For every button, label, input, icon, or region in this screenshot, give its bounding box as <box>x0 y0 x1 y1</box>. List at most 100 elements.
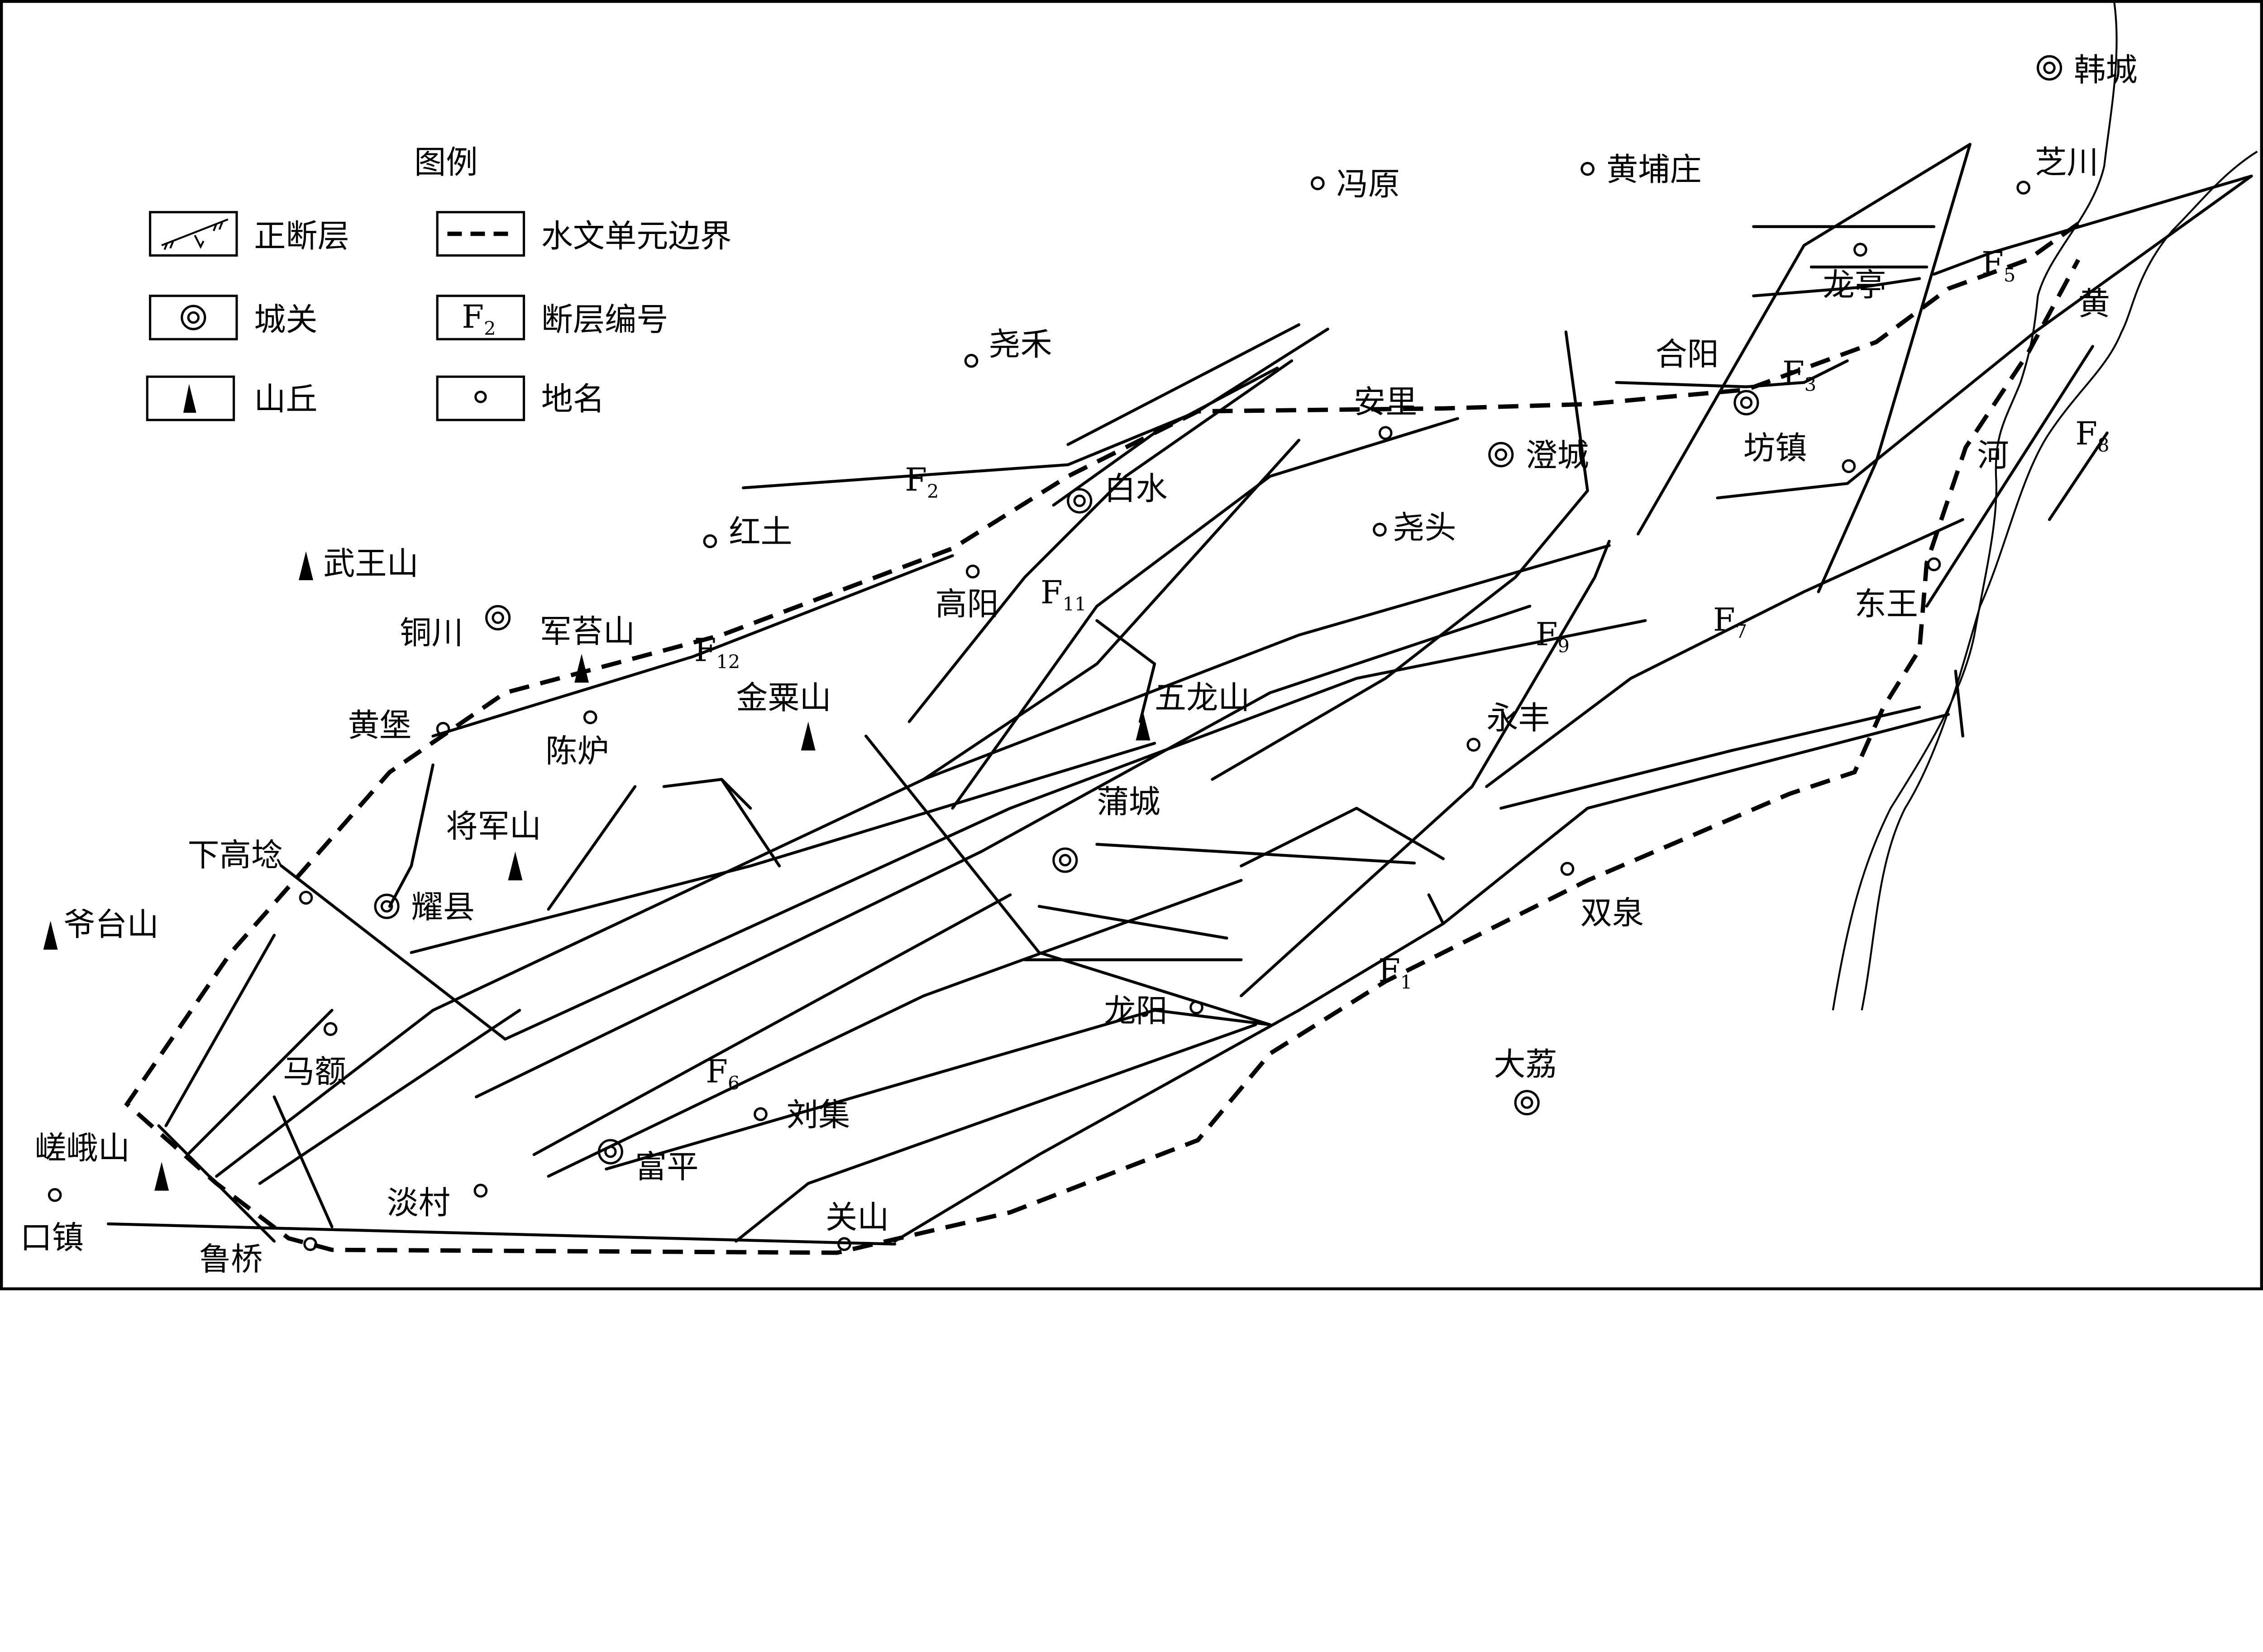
svg-text:刘集: 刘集 <box>787 1096 850 1133</box>
fault-labels: F1 F2 F3 F5 F6 F7 F8 F9 F11 F12 <box>694 245 2110 1094</box>
legend-item-place: 地名 <box>436 375 605 421</box>
place: 尧头 <box>1373 509 1456 546</box>
fault-label: F5 <box>1981 245 2015 286</box>
legend-label: 断层编号 <box>541 301 668 338</box>
svg-text:淡村: 淡村 <box>387 1184 450 1222</box>
svg-text:鲁桥: 鲁桥 <box>199 1241 263 1278</box>
place: 龙亭 <box>1823 243 1886 304</box>
mountain: 金粟山 <box>736 679 831 751</box>
place: 马额 <box>283 1022 346 1090</box>
place: 高阳 <box>935 564 999 622</box>
legend-item-boundary: 水文单元边界 <box>436 211 732 257</box>
normal-fault-icon <box>161 218 229 250</box>
city-chengcheng: 澄城 <box>1488 437 1589 474</box>
fault-number-sample: F2 <box>462 298 496 339</box>
mountain: 将军山 <box>446 807 541 881</box>
svg-text:耀县: 耀县 <box>411 888 475 926</box>
place: 黄埔庄 <box>1580 151 1702 188</box>
mountain: 武王山 <box>299 545 419 582</box>
svg-text:合阳: 合阳 <box>1656 336 1719 373</box>
svg-text:陈炉: 陈炉 <box>545 733 609 770</box>
svg-text:五龙山: 五龙山 <box>1155 679 1250 716</box>
place: 龙阳 <box>1104 993 1203 1030</box>
svg-text:芝川: 芝川 <box>2035 144 2098 181</box>
place: 双泉 <box>1560 862 1644 931</box>
place: 淡村 <box>387 1184 488 1222</box>
city-heyang: 合阳 <box>1656 336 1759 415</box>
places: 冯原 黄埔庄 芝川 龙亭 尧禾 安里 坊镇 红土 尧头 高阳 东王 黄堡 陈炉 … <box>20 144 2099 1278</box>
svg-text:白水: 白水 <box>1104 470 1167 507</box>
fault-label: F7 <box>1713 601 1747 642</box>
svg-text:澄城: 澄城 <box>1526 437 1589 474</box>
legend-label: 地名 <box>541 381 605 418</box>
svg-text:高阳: 高阳 <box>935 585 998 622</box>
legend-item-city: 城关 <box>149 295 318 340</box>
fault-label: F9 <box>1536 616 1570 657</box>
svg-text:双泉: 双泉 <box>1580 894 1644 931</box>
svg-text:尧头: 尧头 <box>1393 509 1456 546</box>
fault-label: F12 <box>694 631 740 673</box>
place: 东王 <box>1855 557 1941 622</box>
svg-text:黄埔庄: 黄埔庄 <box>1606 151 1701 188</box>
legend-label: 水文单元边界 <box>541 217 732 254</box>
mountain: 爷台山 <box>43 906 159 950</box>
place: 冯原 <box>1311 165 1400 202</box>
svg-text:韩城: 韩城 <box>2074 52 2137 89</box>
svg-text:坊镇: 坊镇 <box>1743 430 1807 467</box>
legend-item-normal-fault: 正断层 <box>149 211 349 257</box>
mountains: 武王山 军苔山 金粟山 五龙山 将军山 爷台山 嵯峨山 <box>35 545 1250 1191</box>
place: 尧禾 <box>964 325 1052 368</box>
svg-text:大荔: 大荔 <box>1494 1046 1557 1083</box>
small-circle-icon <box>474 391 487 403</box>
river-label: 黄 <box>2078 285 2110 322</box>
cities: 韩城 白水 铜川 澄城 合阳 蒲城 耀县 富平 大荔 <box>374 52 2138 1185</box>
place: 坊镇 <box>1743 430 1856 473</box>
legend-label: 山丘 <box>254 381 317 418</box>
legend-label: 城关 <box>254 301 317 338</box>
fault-label: F1 <box>1378 952 1412 993</box>
svg-text:蒲城: 蒲城 <box>1097 783 1160 820</box>
city-yaoxian: 耀县 <box>374 888 475 926</box>
city-tongchuan: 铜川 <box>400 605 511 651</box>
mountain: 五龙山 <box>1136 679 1250 740</box>
svg-text:军苔山: 军苔山 <box>540 613 635 650</box>
yellow-river <box>1832 3 2258 1011</box>
normal-faults <box>106 143 2253 1246</box>
place: 下高埝 <box>188 836 313 905</box>
hydrogeology-fault-map: 图例 正断层 水文单元边界 城关 F2 断层编号 山丘 <box>0 0 2263 1290</box>
svg-text:永丰: 永丰 <box>1486 699 1550 736</box>
fault-label: F6 <box>706 1053 740 1094</box>
city-fuping: 富平 <box>597 1139 698 1185</box>
city-baishui: 白水 <box>1067 470 1168 514</box>
svg-text:将军山: 将军山 <box>446 807 541 845</box>
fault-label: F8 <box>2075 415 2109 456</box>
legend-title: 图例 <box>414 144 477 181</box>
svg-text:武王山: 武王山 <box>323 545 418 582</box>
legend-label: 正断层 <box>254 217 349 254</box>
place: 口镇 <box>20 1188 84 1256</box>
svg-text:黄堡: 黄堡 <box>348 707 411 744</box>
fault-label: F3 <box>1782 354 1816 396</box>
legend-item-fault-number: F2 断层编号 <box>436 295 668 340</box>
place: 红土 <box>703 513 793 550</box>
double-circle-icon <box>181 305 206 330</box>
svg-text:下高埝: 下高埝 <box>188 836 283 874</box>
svg-text:口镇: 口镇 <box>20 1219 84 1256</box>
svg-text:铜川: 铜川 <box>400 614 463 651</box>
svg-text:东王: 东王 <box>1855 585 1918 622</box>
svg-text:金粟山: 金粟山 <box>736 679 831 716</box>
svg-text:富平: 富平 <box>635 1148 698 1185</box>
place: 刘集 <box>754 1096 850 1133</box>
place: 陈炉 <box>545 710 609 770</box>
place: 关山 <box>826 1199 889 1251</box>
mountain: 军苔山 <box>540 613 635 683</box>
svg-text:龙亭: 龙亭 <box>1823 267 1886 304</box>
river-label: 河 <box>1977 437 2009 474</box>
svg-text:嵯峨山: 嵯峨山 <box>35 1130 130 1167</box>
legend-item-mountain: 山丘 <box>146 375 318 421</box>
legend: 图例 正断层 水文单元边界 城关 F2 断层编号 山丘 <box>146 144 732 421</box>
place: 安里 <box>1354 383 1417 440</box>
city-pucheng: 蒲城 <box>1052 783 1160 873</box>
svg-text:龙阳: 龙阳 <box>1104 993 1167 1030</box>
svg-text:安里: 安里 <box>1354 383 1417 420</box>
